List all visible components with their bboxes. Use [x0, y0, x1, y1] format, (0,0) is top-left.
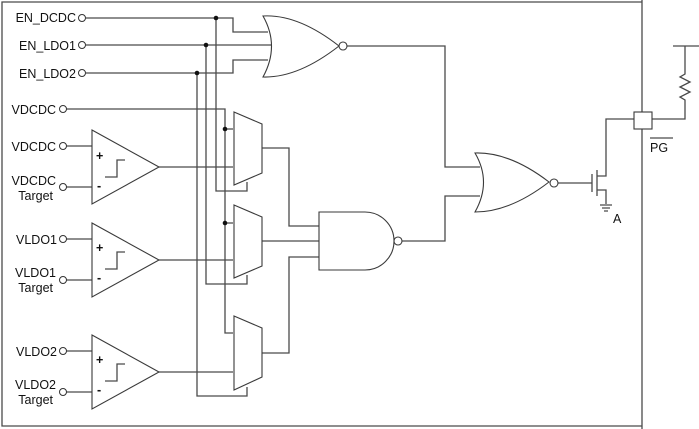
- pg-pin: [633, 111, 653, 130]
- mux-vdcdc: [233, 111, 263, 186]
- svg-text:+: +: [96, 241, 103, 255]
- device-boundary: [1, 0, 643, 429]
- svg-text:+: +: [96, 149, 103, 163]
- nand-gate: [318, 211, 403, 271]
- wires: [66, 17, 699, 397]
- svg-text:+: +: [96, 353, 103, 367]
- en-ldo2-label: EN_LDO2: [19, 67, 76, 81]
- vdcdc-target-label: VDCDC: [12, 174, 56, 188]
- svg-text:-: -: [97, 271, 101, 285]
- en-dcdc-label: EN_DCDC: [16, 11, 76, 25]
- vdcdc-label: VDCDC: [12, 140, 56, 154]
- ground-label: A: [613, 212, 622, 226]
- nor-gate-enable: [262, 15, 348, 78]
- vldo2-target-label: VLDO2: [15, 378, 56, 392]
- en-ldo1-label: EN_LDO1: [19, 39, 76, 53]
- vldo2-label: VLDO2: [16, 345, 57, 359]
- input-labels: EN_DCDC EN_LDO1 EN_LDO2 VDCDC VDCDC VDCD…: [12, 11, 76, 407]
- comparator-vldo1: + -: [91, 222, 161, 298]
- svg-text:-: -: [97, 179, 101, 193]
- mux-vldo1: [233, 204, 263, 279]
- vldo1-target-label: VLDO1: [15, 266, 56, 280]
- vdcdc-sense-label: VDCDC: [12, 103, 56, 117]
- nmos-transistor: [591, 170, 598, 196]
- vldo2-target-label-2: Target: [18, 393, 53, 407]
- junction-dots: [194, 15, 228, 226]
- comparator-vdcdc: + -: [91, 129, 161, 205]
- vldo1-label: VLDO1: [16, 233, 57, 247]
- input-pins: [59, 14, 86, 396]
- vldo1-target-label-2: Target: [18, 281, 53, 295]
- vdcdc-target-label-2: Target: [18, 189, 53, 203]
- comparator-vldo2: + -: [91, 334, 161, 410]
- svg-text:-: -: [97, 383, 101, 397]
- nor-gate-output: [474, 152, 559, 213]
- pg-label: PG: [650, 141, 668, 155]
- mux-vldo2: [233, 315, 263, 391]
